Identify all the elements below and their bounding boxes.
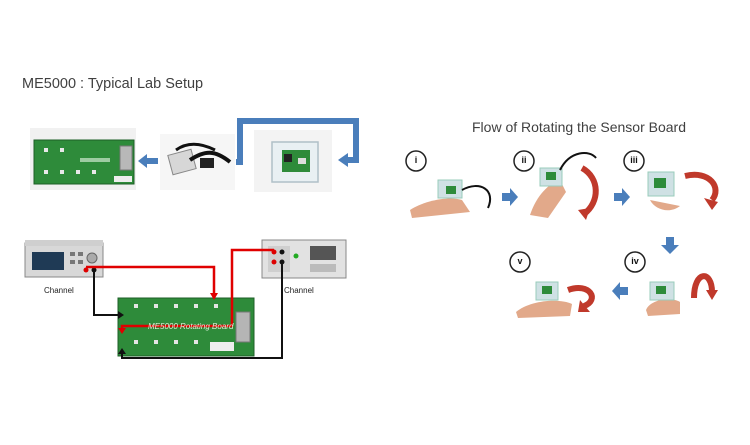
red-cable — [86, 248, 274, 334]
flow-arrow-iii-iv — [661, 237, 679, 254]
flow-arrow-iv-v — [612, 282, 628, 300]
step-circle-v — [509, 251, 531, 273]
lab-setup-title: ME5000 : Typical Lab Setup — [22, 76, 204, 92]
step-circle-i — [405, 150, 427, 172]
rotating-board-photo — [30, 128, 136, 190]
step-label-iii: iii — [630, 155, 638, 165]
step-label-ii: ii — [521, 155, 527, 165]
cable-photo — [160, 134, 235, 190]
step-label-i: i — [414, 155, 418, 165]
step-photo-v — [516, 281, 595, 318]
black-cable — [93, 262, 283, 359]
step-label-v: v — [517, 256, 523, 266]
step-photo-iv — [646, 273, 718, 316]
step-photo-iii — [647, 171, 719, 211]
flow-arrow-ii-iii — [614, 188, 630, 206]
flow-arrow-i-ii — [502, 188, 518, 206]
step-label-iv: iv — [631, 256, 639, 266]
step-circle-ii — [513, 150, 535, 172]
board-label-large: ME5000 Rotating Board — [148, 322, 234, 331]
step-circle-iv — [624, 251, 646, 273]
step-photo-ii — [530, 152, 599, 220]
channel-label-right: Channel — [284, 286, 314, 295]
flow-arrow-loop — [236, 118, 359, 167]
step-photo-i — [410, 179, 491, 218]
step-circle-iii — [623, 150, 645, 172]
sensor-box-photo — [254, 130, 332, 192]
channel-label-left: Channel — [44, 286, 74, 295]
flow-title: Flow of Rotating the Sensor Board — [472, 119, 687, 135]
left-instrument — [24, 240, 104, 278]
flow-arrow-to-board — [138, 154, 158, 168]
right-instrument — [261, 239, 347, 279]
